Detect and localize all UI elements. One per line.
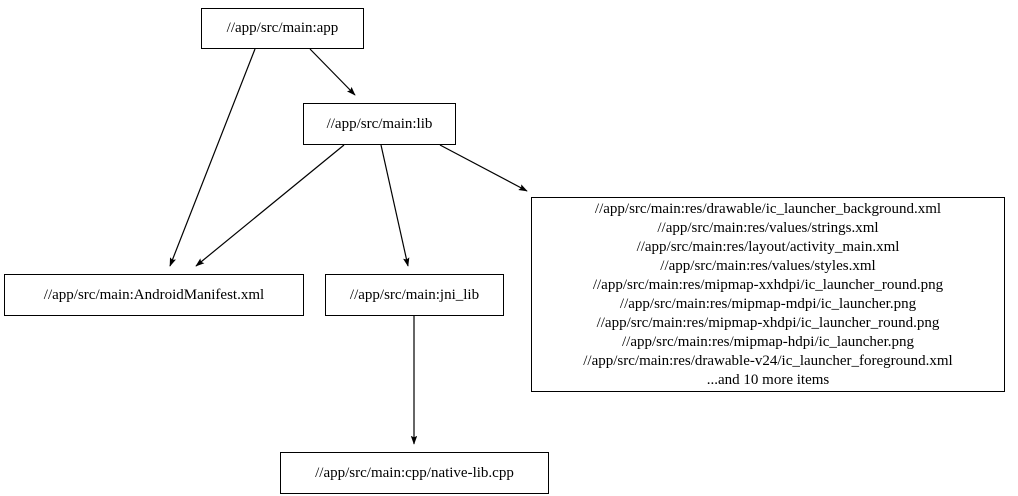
node-lib[interactable]: //app/src/main:lib [303,103,456,145]
node-native-lib-cpp-label: //app/src/main:cpp/native-lib.cpp [315,464,514,481]
node-jni-lib[interactable]: //app/src/main:jni_lib [325,274,504,316]
edge-lib-to-jni [380,144,410,267]
node-android-manifest-label: //app/src/main:AndroidManifest.xml [43,286,265,303]
node-res-group[interactable]: //app/src/main:res/drawable/ic_launcher_… [531,197,1005,392]
node-jni-lib-label: //app/src/main:jni_lib [349,286,480,303]
node-native-lib-cpp[interactable]: //app/src/main:cpp/native-lib.cpp [280,452,549,494]
edge-lib-to-manifest [195,144,345,267]
node-res-group-label: //app/src/main:res/drawable/ic_launcher_… [583,200,953,388]
node-lib-label: //app/src/main:lib [326,115,433,132]
node-android-manifest[interactable]: //app/src/main:AndroidManifest.xml [4,274,304,316]
edge-app-to-lib [309,48,356,96]
node-app-label: //app/src/main:app [226,20,339,36]
edge-app-to-manifest [169,48,256,267]
edge-lib-to-res [439,144,528,192]
node-app[interactable]: //app/src/main:app [201,8,364,49]
